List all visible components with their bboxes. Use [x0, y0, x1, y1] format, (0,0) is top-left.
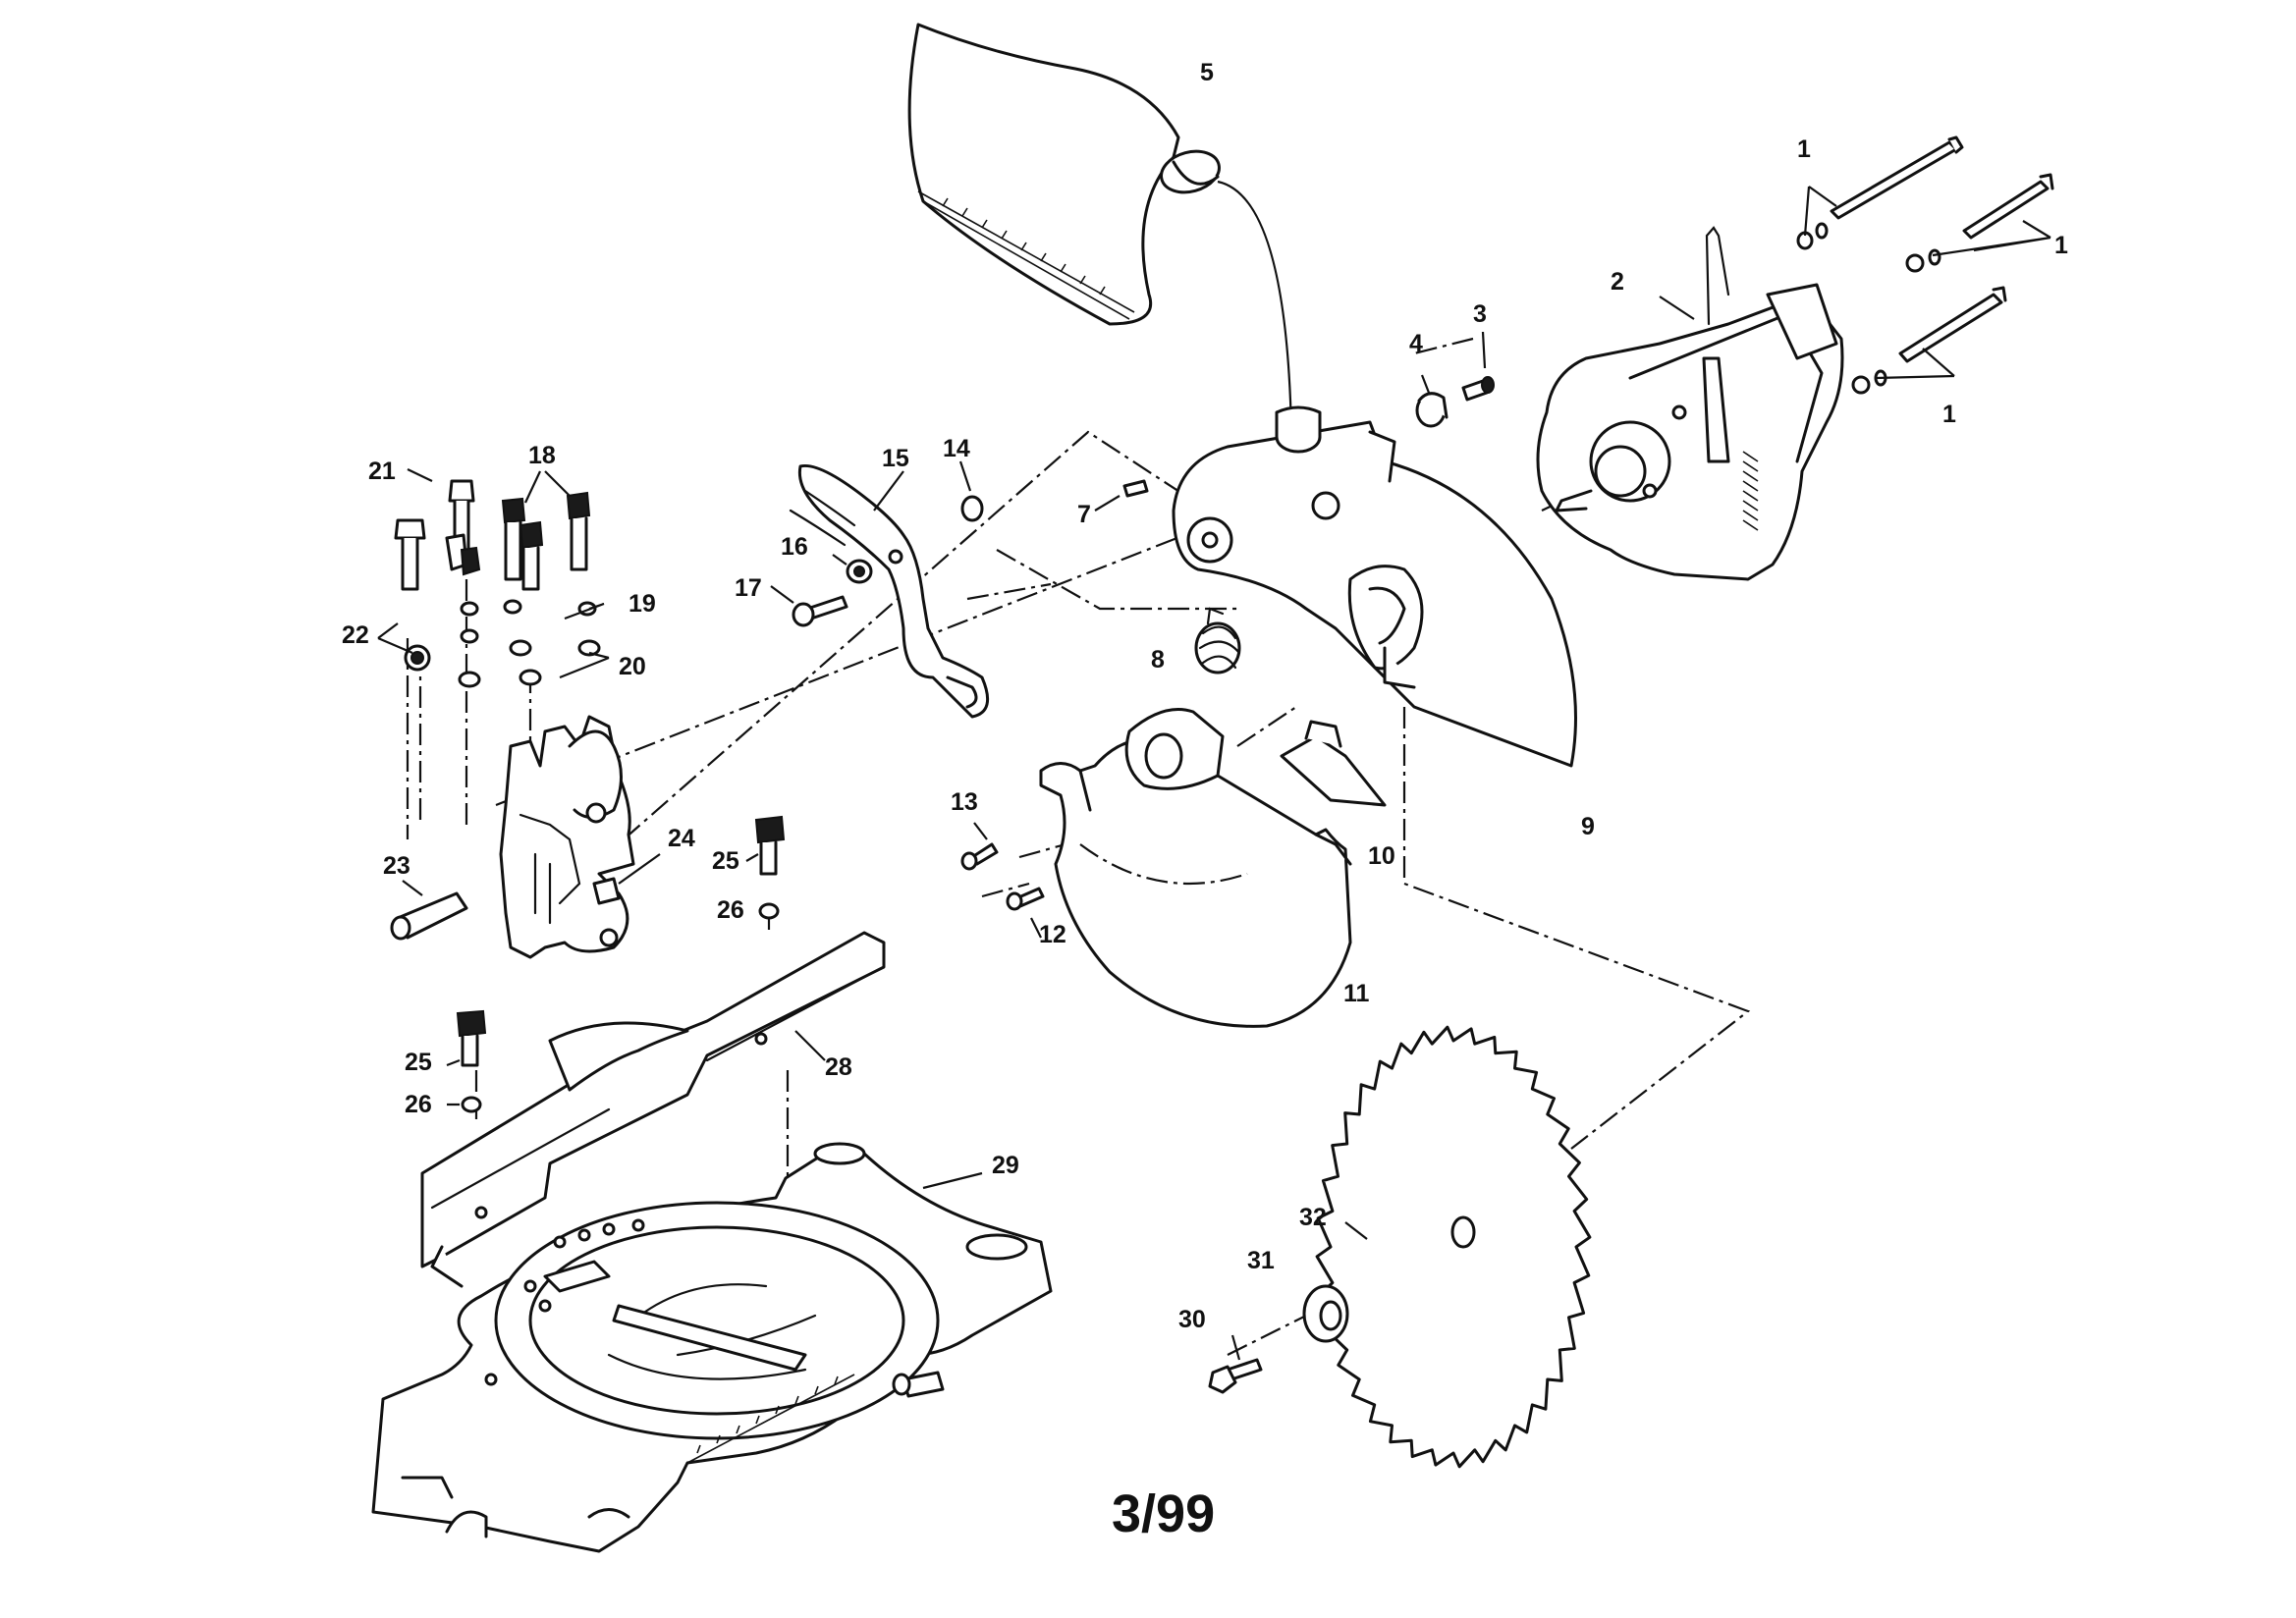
label-9: 9 — [1581, 813, 1595, 840]
dust-bag-part — [907, 23, 1293, 433]
assembly-centerlines — [406, 337, 1842, 1356]
label-1c: 1 — [1942, 401, 1956, 428]
label-22: 22 — [342, 621, 369, 649]
fence-part — [420, 931, 886, 1288]
spring-part — [1194, 607, 1241, 674]
label-20: 20 — [619, 653, 646, 680]
label-17: 17 — [735, 574, 762, 602]
upper-blade-guard-part — [1172, 405, 1577, 768]
motor-bolts — [1796, 135, 2054, 395]
label-13: 13 — [951, 788, 978, 816]
fasteners-14-16-17 — [770, 460, 984, 627]
label-23: 23 — [383, 852, 410, 880]
motor-part — [1536, 226, 1844, 581]
label-5: 5 — [1200, 59, 1214, 86]
saw-blade-part — [1315, 1025, 1592, 1469]
label-21: 21 — [368, 458, 396, 485]
label-2: 2 — [1611, 268, 1624, 296]
label-4: 4 — [1409, 330, 1423, 357]
label-28: 28 — [825, 1053, 852, 1081]
label-26a: 26 — [717, 896, 744, 924]
label-11: 11 — [1343, 980, 1370, 1007]
label-29: 29 — [992, 1152, 1019, 1179]
label-24: 24 — [668, 825, 695, 852]
label-12: 12 — [1039, 921, 1066, 948]
label-25a: 25 — [712, 847, 739, 875]
washer-and-bolt — [1208, 1284, 1349, 1394]
label-19: 19 — [629, 590, 656, 618]
label-7: 7 — [1077, 501, 1091, 528]
label-32: 32 — [1299, 1204, 1327, 1231]
link-arm-part — [789, 463, 990, 719]
bolts-and-washers — [377, 468, 610, 688]
screw-part-7 — [1094, 479, 1149, 512]
deflector-part — [1280, 720, 1387, 807]
label-16: 16 — [781, 533, 808, 561]
label-8: 8 — [1151, 646, 1165, 674]
cap-and-screw — [1415, 331, 1495, 428]
label-30: 30 — [1178, 1306, 1206, 1333]
label-14: 14 — [943, 435, 970, 462]
label-15: 15 — [882, 445, 909, 472]
label-31: 31 — [1247, 1247, 1275, 1274]
part-labels: 1 1 1 2 3 4 5 7 8 9 10 11 12 13 14 15 16… — [342, 59, 2068, 1333]
label-26b: 26 — [405, 1091, 432, 1118]
screws-25-26 — [446, 815, 786, 1113]
label-3: 3 — [1473, 300, 1487, 328]
hinge-bracket-part — [499, 715, 661, 959]
fasteners-12-13 — [960, 822, 1045, 939]
revision-date: 3/99 — [1112, 1484, 1215, 1543]
label-1a: 1 — [1797, 135, 1811, 163]
label-1b: 1 — [2054, 232, 2068, 259]
pin-part — [390, 880, 468, 941]
label-18: 18 — [528, 442, 556, 469]
label-10: 10 — [1368, 842, 1395, 870]
lower-blade-guard-part — [1039, 708, 1352, 1028]
label-25b: 25 — [405, 1049, 432, 1076]
base-part — [371, 1142, 1053, 1553]
